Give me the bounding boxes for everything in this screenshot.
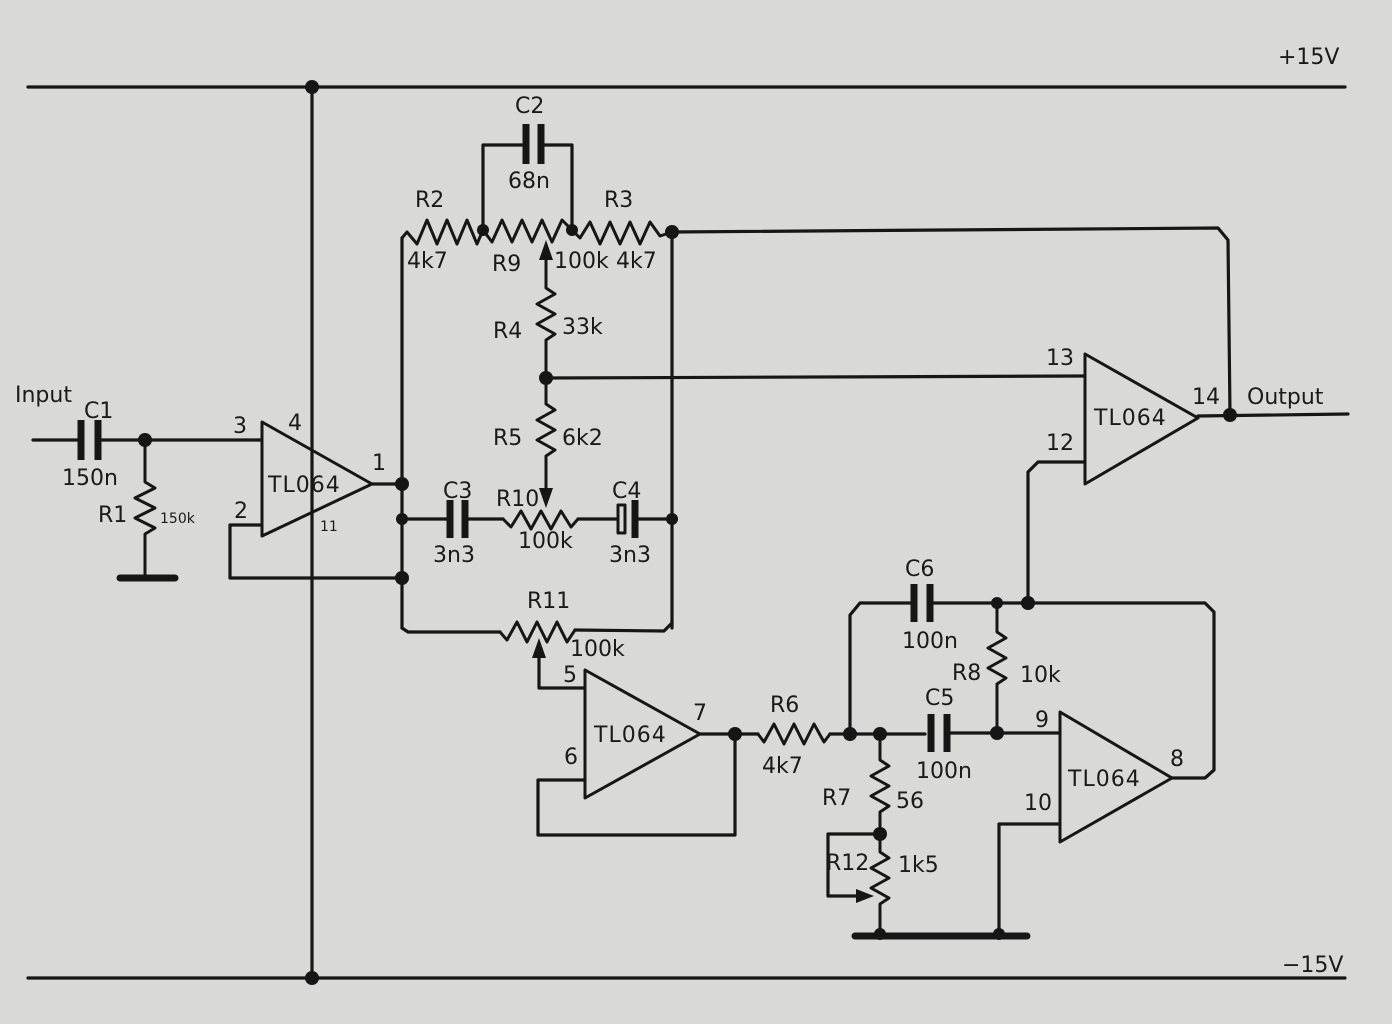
- opamp-2-pin-out: 14: [1192, 385, 1220, 410]
- c6-ref: C6: [905, 557, 934, 582]
- opamp-3-label: TL064: [593, 723, 667, 748]
- r9-value: 100k: [554, 249, 609, 274]
- c5-capacitor: C5 100n: [916, 686, 1062, 784]
- r8-ref: R8: [952, 661, 981, 686]
- r5-value: 6k2: [562, 426, 603, 451]
- r3-value: 4k7: [616, 249, 657, 274]
- r9-ref: R9: [492, 252, 521, 277]
- r7-ref: R7: [822, 786, 851, 811]
- r2-value: 4k7: [407, 249, 448, 274]
- r5-resistor: R5 6k2: [493, 376, 603, 508]
- r4-resistor: R4 33k: [493, 240, 603, 380]
- opamp-2-pin-in-plus: 13: [1046, 346, 1074, 371]
- r2-resistor: R2 4k7: [400, 188, 485, 274]
- opamp-4-label: TL064: [1067, 767, 1141, 792]
- c5-value: 100n: [916, 759, 972, 784]
- r12-potentiometer: R12 1k5: [826, 832, 939, 936]
- negative-rail-label: −15V: [1282, 953, 1343, 978]
- opamp-4-feedback: [1026, 601, 1216, 780]
- opamp-1-label: TL064: [267, 473, 341, 498]
- opamp-4-minus-to-ground: [997, 822, 1062, 936]
- r5-ref: R5: [493, 426, 522, 451]
- opamp-4: TL064 9 10 8: [1024, 708, 1184, 844]
- c2-value: 68n: [508, 169, 550, 194]
- r6-resistor: R6 4k7: [756, 693, 852, 779]
- opamp-1-pin-vminus: 11: [320, 519, 338, 535]
- opamp-2: TL064 13 12 14: [1046, 346, 1220, 486]
- r11-ref: R11: [527, 589, 570, 614]
- supply-bus-vertical: [305, 80, 319, 985]
- negative-rail: −15V: [26, 953, 1347, 980]
- opamp-1-pin-in-minus: 2: [234, 499, 248, 524]
- r12-ref: R12: [826, 851, 869, 876]
- r10-value: 100k: [518, 529, 573, 554]
- c3-capacitor: C3 3n3: [400, 479, 505, 568]
- r4-value: 33k: [562, 315, 603, 340]
- r3-to-output-feedback: [670, 226, 1232, 416]
- c5-ref: C5: [925, 686, 954, 711]
- c6-value: 100n: [902, 629, 958, 654]
- c3-ref: C3: [443, 479, 472, 504]
- mid-node-to-opamp2: [544, 374, 1087, 380]
- opamp-1-pin-vplus: 4: [288, 411, 302, 436]
- opamp-1-feedback: [228, 523, 404, 580]
- r1-ref: R1: [98, 503, 127, 528]
- c1-ref: C1: [84, 399, 113, 424]
- opamp-3-pin-in-minus: 6: [564, 745, 578, 770]
- opamp-3-pin-out: 7: [693, 701, 707, 726]
- r1-resistor: R1 150k: [98, 438, 196, 582]
- input-label: Input: [15, 383, 72, 408]
- r1-value: 150k: [160, 511, 196, 527]
- output-line: [1196, 412, 1350, 418]
- r6-value: 4k7: [762, 754, 803, 779]
- positive-rail-label: +15V: [1278, 45, 1339, 70]
- opamp-1-pin-in-plus: 3: [233, 414, 247, 439]
- r11-value: 100k: [570, 637, 625, 662]
- output-label: Output: [1247, 385, 1324, 410]
- opamp-1: TL064 3 2 1 4 11: [233, 411, 386, 538]
- r2-ref: R2: [415, 188, 444, 213]
- c6-capacitor: C6 100n: [848, 557, 1032, 736]
- opamp-3-pin-in-plus: 5: [563, 663, 577, 688]
- r8-value: 10k: [1020, 663, 1061, 688]
- r11-potentiometer: R11 100k: [400, 589, 674, 690]
- r8-resistor: R8 10k: [952, 601, 1061, 735]
- r4-ref: R4: [493, 319, 522, 344]
- c4-capacitor: C4 3n3: [576, 479, 674, 568]
- r10-potentiometer: R10 100k: [496, 487, 580, 554]
- r10-ref: R10: [496, 487, 539, 512]
- opamp-3-feedback: [536, 732, 737, 837]
- positive-rail: +15V: [26, 45, 1347, 89]
- c3-value: 3n3: [433, 543, 475, 568]
- c1-value: 150n: [62, 466, 118, 491]
- c4-value: 3n3: [609, 543, 651, 568]
- r7-resistor: R7 56: [822, 732, 924, 836]
- opamp-2-pin-in-minus: 12: [1046, 431, 1074, 456]
- opamp-4-pin-in-plus: 9: [1035, 708, 1049, 733]
- opamp-1-pin-out: 1: [372, 451, 386, 476]
- r3-resistor: R3 4k7: [570, 188, 674, 274]
- r7-value: 56: [896, 789, 924, 814]
- r9-potentiometer: R9 100k: [481, 218, 609, 277]
- c2-ref: C2: [515, 94, 544, 119]
- opamp-4-pin-out: 8: [1170, 747, 1184, 772]
- opamp-3: TL064 5 6 7: [563, 663, 707, 800]
- c2-capacitor: C2 68n: [481, 94, 574, 232]
- opamp-4-to-opamp-2: [1026, 460, 1087, 605]
- r6-ref: R6: [770, 693, 799, 718]
- opamp-2-label: TL064: [1093, 406, 1167, 431]
- opamp-4-pin-in-minus: 10: [1024, 791, 1052, 816]
- r3-ref: R3: [604, 188, 633, 213]
- c1-capacitor: C1 150n: [31, 399, 264, 491]
- r12-value: 1k5: [898, 853, 939, 878]
- c4-ref: C4: [612, 479, 641, 504]
